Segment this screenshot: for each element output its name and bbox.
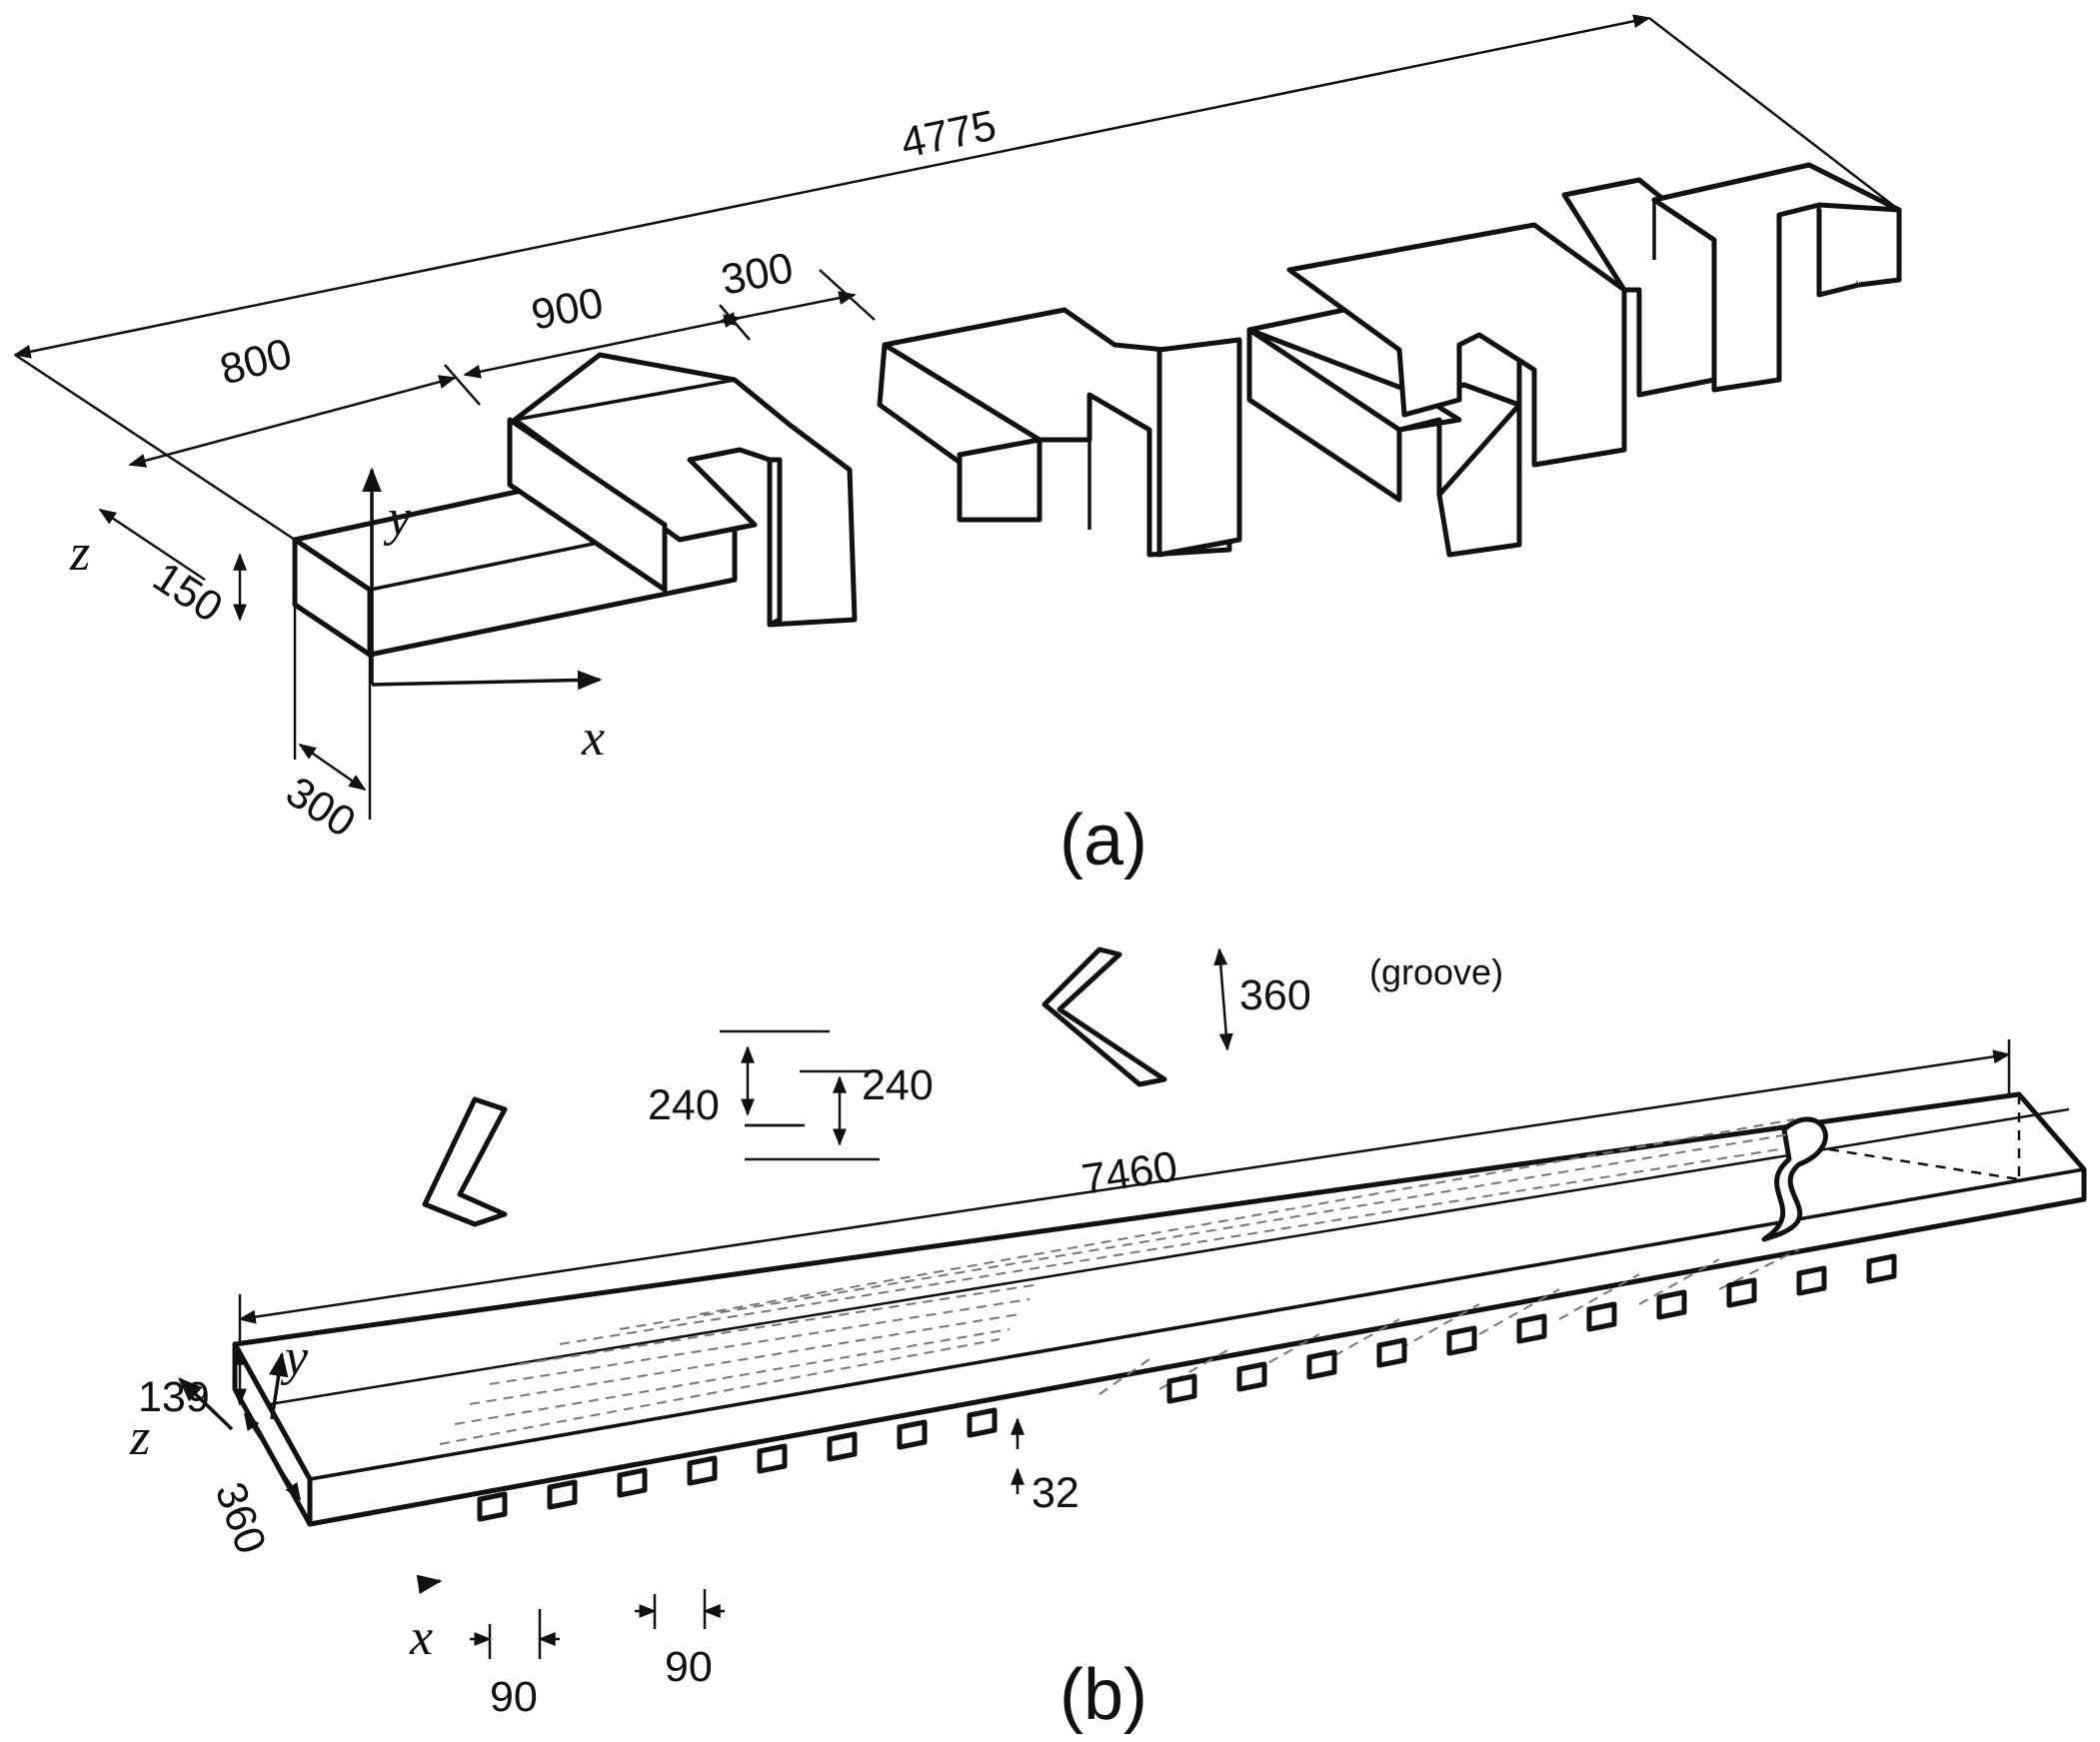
axis-label-z-b: z: [129, 1409, 150, 1466]
axis-label-y-a: y: [383, 490, 412, 547]
x-axis-arrow-b: [416, 1574, 443, 1594]
label-groove: (groove): [1369, 951, 1503, 992]
label-4775: 4775: [897, 102, 1000, 168]
dim-line-4775: [13, 14, 1651, 359]
dimension-lines-b: [178, 1039, 2011, 1659]
dim-line-800: [128, 375, 457, 468]
chevron-groove-icon-right: [1042, 946, 1167, 1087]
label-300-top: 300: [718, 244, 798, 305]
dimension-lines-a: [13, 14, 1900, 820]
ext-line-right: [1648, 17, 1900, 211]
label-360-groove: 360: [1239, 971, 1311, 1019]
label-800: 800: [215, 330, 297, 395]
label-90-left: 90: [490, 1673, 538, 1721]
axis-label-x-b: x: [409, 1609, 433, 1666]
groove-dimensions: [720, 947, 1233, 1161]
label-7460: 7460: [1078, 1142, 1180, 1204]
label-150: 150: [145, 553, 231, 632]
label-360-side: 360: [206, 1476, 276, 1560]
axis-label-y-b: y: [280, 1329, 309, 1386]
dimension-labels-b: 7460 360 (groove) 240 240 32 139 360 90 …: [129, 951, 1503, 1735]
dim-line-360-side: [243, 1412, 302, 1501]
label-139: 139: [138, 1373, 210, 1421]
z-axis-line-b: [178, 1377, 234, 1431]
dim-line-900: [463, 314, 742, 379]
dim-line-7460: [238, 1049, 2011, 1324]
axis-label-z-a: z: [69, 525, 90, 582]
chevron-groove-icon-left: [422, 1096, 508, 1227]
axis-label-x-a: x: [581, 710, 605, 767]
dim-line-300-depth: [298, 743, 367, 792]
label-32: 32: [1032, 1469, 1079, 1517]
ext-800-900: [444, 364, 481, 406]
caption-a: (a): [1059, 801, 1147, 880]
z-axis-line: [98, 508, 206, 582]
figure-b: 7460 360 (groove) 240 240 32 139 360 90 …: [129, 946, 2087, 1735]
y-axis-line-b: [268, 1351, 289, 1420]
dim-line-300-top: [718, 291, 857, 326]
caption-b: (b): [1059, 1655, 1147, 1735]
ext-300-end: [819, 269, 876, 321]
x-axis-line: [371, 670, 603, 691]
figure-a: 4775 800 900 300 150 300 z y x (a): [13, 14, 1902, 880]
label-240-right: 240: [862, 1061, 934, 1109]
serpentine-channel: [292, 162, 1902, 658]
label-900: 900: [528, 279, 608, 340]
ext-900-300: [719, 304, 751, 341]
label-240-left: 240: [648, 1081, 720, 1129]
label-90-right: 90: [665, 1643, 713, 1691]
